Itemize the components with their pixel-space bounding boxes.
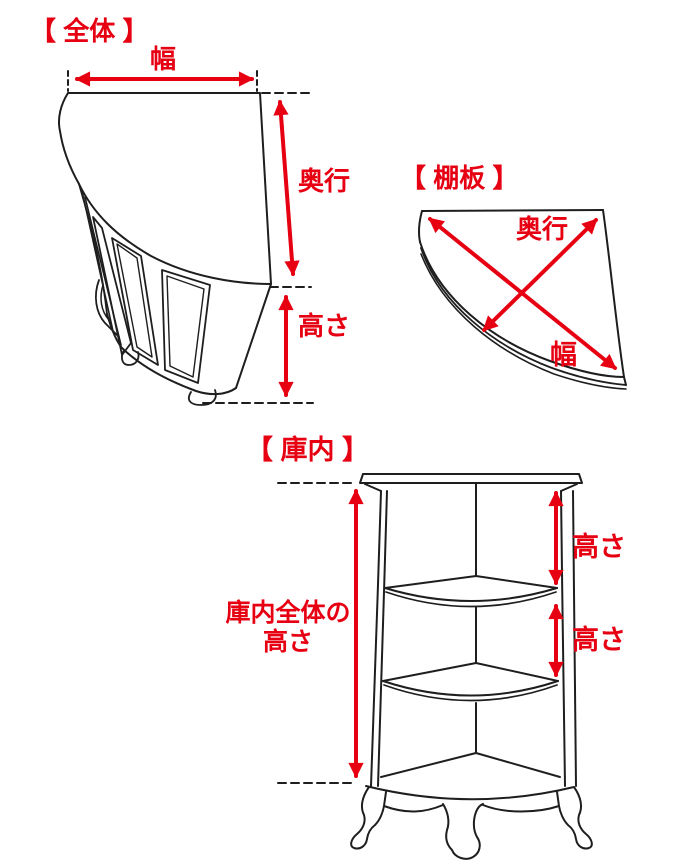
shelf-width-arrow	[428, 217, 617, 370]
overall-height-label: 高さ	[298, 311, 351, 341]
interior-lower-height-label: 高さ	[572, 625, 626, 655]
overall-width-label: 幅	[150, 44, 177, 74]
interior-total-height-label-line2: 高さ	[262, 628, 313, 656]
shelf-board-section-title: 【 棚板 】	[400, 163, 519, 193]
shelf-board-depth-label: 奥行	[516, 214, 569, 244]
interior-dimension-arrows	[348, 488, 564, 779]
overall-depth-arrow	[273, 99, 300, 277]
shelf-board-dimension-arrows	[428, 217, 617, 370]
interior-section-title: 【 庫内 】	[246, 435, 370, 465]
overall-cabinet-drawing	[58, 92, 272, 406]
interior-upper-height-label: 高さ	[572, 532, 626, 562]
overall-dimension-arrows	[74, 71, 300, 398]
overall-guide-dashes	[67, 70, 314, 404]
interior-total-height-label-line1: 庫内全体の	[225, 599, 351, 627]
overall-depth-label: 奥行	[298, 166, 351, 196]
overall-section-title: 【 全体 】	[30, 16, 149, 46]
interior-total-height-label: 庫内全体の 高さ	[224, 601, 352, 655]
shelf-board-width-label: 幅	[550, 340, 577, 370]
interior-guide-dashes	[277, 482, 353, 784]
interior-cabinet-drawing	[350, 473, 593, 860]
